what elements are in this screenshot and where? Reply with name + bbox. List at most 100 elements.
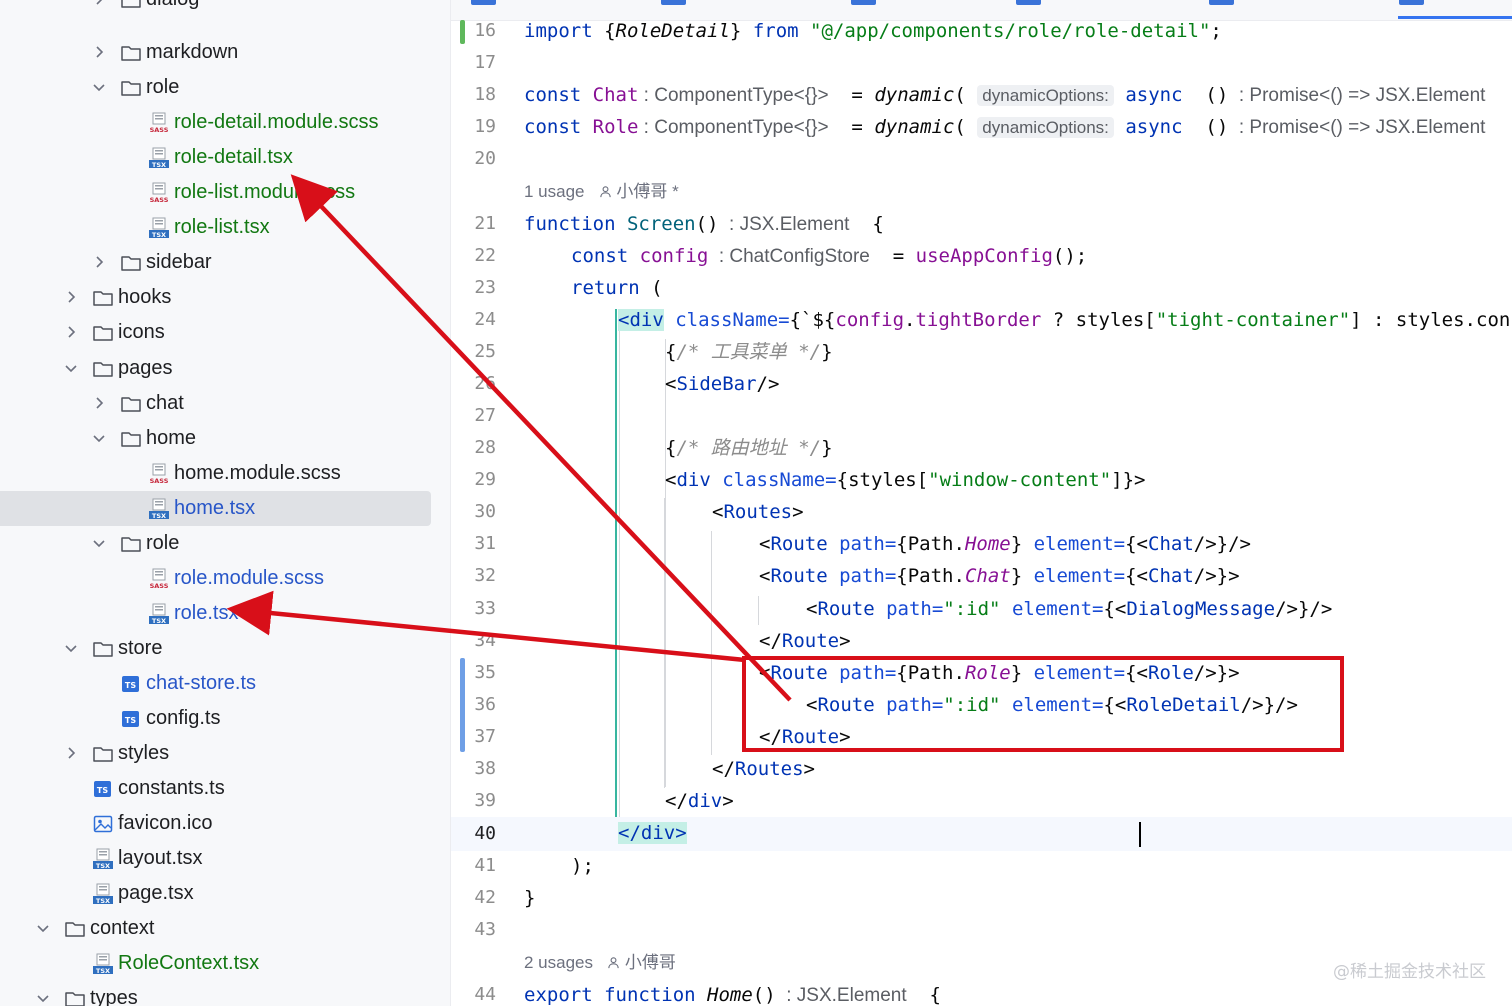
tree-item[interactable]: store bbox=[0, 631, 450, 666]
svg-text:TS: TS bbox=[97, 786, 108, 795]
code-line[interactable]: <SideBar/> bbox=[665, 369, 779, 399]
chevron-down-icon[interactable] bbox=[91, 79, 107, 95]
tree-item[interactable]: dialog bbox=[0, 0, 450, 17]
code-token: ":id" bbox=[943, 598, 1001, 620]
usages-count[interactable]: 1 usage bbox=[524, 182, 585, 201]
tree-item[interactable]: role bbox=[0, 70, 450, 105]
code-token: />}/> bbox=[1275, 598, 1333, 620]
tree-item[interactable]: context bbox=[0, 911, 450, 946]
svg-text:SASS: SASS bbox=[150, 196, 169, 204]
editor-tab[interactable]: TSX bbox=[851, 0, 877, 5]
code-token: useAppConfig bbox=[915, 245, 1053, 267]
code-token: } bbox=[729, 20, 753, 42]
tree-item-label: chat-store.ts bbox=[146, 671, 257, 694]
chevron-right-icon[interactable] bbox=[63, 289, 79, 305]
tree-item-label: RoleContext.tsx bbox=[118, 952, 260, 975]
chevron-right-icon[interactable] bbox=[91, 0, 107, 7]
code-line[interactable]: } bbox=[524, 883, 535, 913]
chevron-right-icon[interactable] bbox=[91, 44, 107, 60]
svg-text:TSX: TSX bbox=[152, 231, 166, 239]
tree-item[interactable]: chat bbox=[0, 386, 450, 421]
code-line[interactable]: function Screen() : JSX.Element { bbox=[524, 209, 884, 239]
tree-item[interactable]: markdown bbox=[0, 35, 450, 70]
tree-item[interactable]: home bbox=[0, 421, 450, 456]
code-line[interactable]: const Chat : ComponentType<{}> = dynamic… bbox=[524, 80, 1485, 110]
typescript-file-icon: TS bbox=[120, 673, 142, 695]
tree-item[interactable]: icons bbox=[0, 315, 450, 350]
code-line[interactable]: <div className={`${config.tightBorder ? … bbox=[618, 305, 1510, 335]
code-line[interactable]: const Role : ComponentType<{}> = dynamic… bbox=[524, 112, 1485, 142]
code-line[interactable]: return ( bbox=[571, 273, 663, 303]
tree-item[interactable]: styles bbox=[0, 736, 450, 771]
code-vision-hint[interactable]: 2 usages 小傅哥 bbox=[524, 950, 676, 976]
line-number: 36 bbox=[474, 694, 496, 715]
code-line[interactable]: <Route path=":id" element={<DialogMessag… bbox=[806, 594, 1332, 624]
code-token: path= bbox=[827, 662, 897, 684]
code-line[interactable]: const config : ChatConfigStore = useAppC… bbox=[571, 241, 1087, 271]
code-line[interactable]: </Route> bbox=[759, 626, 851, 656]
code-token: />}/> bbox=[1193, 533, 1251, 555]
code-line[interactable]: ); bbox=[571, 851, 594, 881]
indent-guide bbox=[615, 309, 617, 817]
code-token: </ bbox=[759, 726, 782, 748]
inlay-hint: : ChatConfigStore bbox=[708, 246, 870, 267]
code-line[interactable]: <Route path={Path.Chat} element={<Chat/>… bbox=[759, 561, 1240, 591]
code-line[interactable]: </div> bbox=[618, 818, 687, 848]
tree-item[interactable]: types bbox=[0, 981, 450, 1006]
code-line[interactable]: </Route> bbox=[759, 722, 851, 752]
chevron-right-icon[interactable] bbox=[63, 324, 79, 340]
code-line[interactable]: <Routes> bbox=[712, 497, 804, 527]
chevron-down-icon[interactable] bbox=[63, 640, 79, 656]
tree-item[interactable]: hooks bbox=[0, 280, 450, 315]
code-line[interactable]: <div className={styles["window-content"]… bbox=[665, 465, 1146, 495]
code-vision-hint[interactable]: 1 usage 小傅哥 * bbox=[524, 179, 679, 205]
chevron-down-icon[interactable] bbox=[63, 360, 79, 376]
editor-tab[interactable]: TSX bbox=[1209, 0, 1235, 5]
chevron-right-icon[interactable] bbox=[91, 254, 107, 270]
tree-item[interactable]: role bbox=[0, 526, 450, 561]
usages-count[interactable]: 2 usages bbox=[524, 953, 593, 972]
editor-tab[interactable]: TSX bbox=[1399, 0, 1425, 5]
code-line[interactable]: </Routes> bbox=[712, 754, 815, 784]
code-line[interactable]: {/* 工具菜单 */} bbox=[665, 337, 833, 367]
code-line[interactable]: export function Home() : JSX.Element { bbox=[524, 980, 941, 1006]
line-number: 39 bbox=[474, 790, 496, 811]
code-line[interactable]: </div> bbox=[665, 786, 734, 816]
chevron-right-icon[interactable] bbox=[91, 395, 107, 411]
chevron-down-icon[interactable] bbox=[35, 920, 51, 936]
line-number: 29 bbox=[474, 469, 496, 490]
code-line[interactable]: <Route path={Path.Home} element={<Chat/>… bbox=[759, 529, 1251, 559]
author-icon bbox=[599, 182, 612, 201]
chevron-down-icon[interactable] bbox=[91, 430, 107, 446]
tree-item[interactable]: favicon.ico bbox=[0, 806, 450, 841]
code-line[interactable]: <Route path=":id" element={<RoleDetail/>… bbox=[806, 690, 1298, 720]
code-token: /> bbox=[756, 373, 780, 395]
code-token: } bbox=[821, 437, 833, 459]
editor-tab[interactable]: TSX bbox=[661, 0, 687, 5]
chevron-down-icon[interactable] bbox=[35, 990, 51, 1006]
tree-item-label: role-detail.tsx bbox=[174, 146, 293, 169]
chevron-right-icon[interactable] bbox=[63, 745, 79, 761]
code-line[interactable]: {/* 路由地址 */} bbox=[665, 433, 833, 463]
vcs-modified-marker bbox=[460, 658, 465, 752]
editor-tab[interactable]: TSX bbox=[471, 0, 497, 5]
tree-item[interactable]: pages bbox=[0, 351, 450, 386]
editor-tab[interactable]: TSX bbox=[1016, 0, 1042, 5]
tree-item[interactable]: sidebar bbox=[0, 245, 450, 280]
code-line[interactable]: import {RoleDetail} from "@/app/componen… bbox=[524, 16, 1222, 46]
chevron-down-icon[interactable] bbox=[91, 535, 107, 551]
